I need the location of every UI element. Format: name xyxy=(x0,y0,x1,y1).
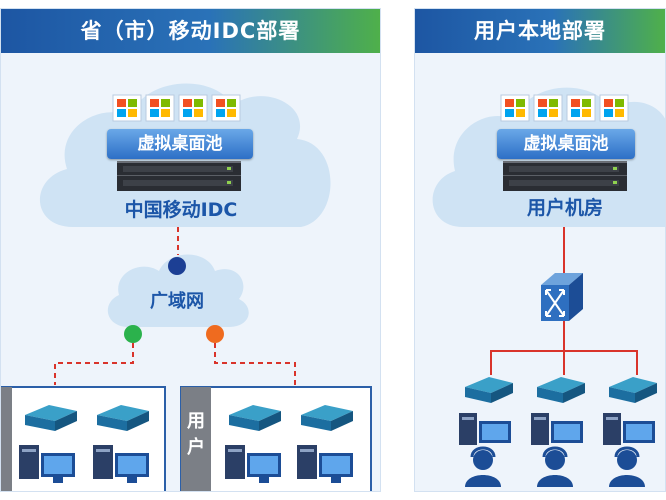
thin-client-icon xyxy=(25,405,77,431)
thin-client-icon xyxy=(465,377,513,403)
desktop-computer-icon xyxy=(531,413,583,445)
user-group-label: 用户 xyxy=(187,411,205,458)
user-machine-room-label: 用户机房 xyxy=(526,197,603,219)
virtual-desktop-pool-label: 虚拟桌面池 xyxy=(107,129,253,159)
idc-deployment-panel: 省（市）移动IDC部署 xyxy=(0,8,381,492)
windows-logo-icon xyxy=(145,94,175,122)
local-deployment-panel: 用户本地部署 xyxy=(414,8,666,492)
windows-logo-icon xyxy=(599,94,629,122)
server-rack-icon xyxy=(503,161,627,191)
windows-logo-icon xyxy=(178,94,208,122)
desktop-computer-icon xyxy=(225,445,281,483)
wan-node-left xyxy=(124,325,142,343)
windows-logo-icon xyxy=(500,94,530,122)
wan-cloud xyxy=(107,254,249,327)
desktop-computer-icon xyxy=(93,445,149,483)
desktop-computer-icon xyxy=(603,413,655,445)
windows-logo-icon xyxy=(533,94,563,122)
desktop-computer-icon xyxy=(459,413,511,445)
thin-client-icon xyxy=(609,377,657,403)
desktop-computer-icon xyxy=(19,445,75,483)
user-avatar-icon xyxy=(537,446,573,487)
user-avatar-icon xyxy=(609,446,645,487)
thin-client-icon xyxy=(301,405,353,431)
user-group-label-strip-left xyxy=(1,387,12,491)
user-group-label-strip xyxy=(181,387,211,491)
network-switch-icon xyxy=(541,273,583,321)
windows-logo-icon xyxy=(566,94,596,122)
thin-client-icon xyxy=(229,405,281,431)
thin-client-icon xyxy=(97,405,149,431)
wan-node-top xyxy=(168,257,186,275)
wan-node-right xyxy=(206,325,224,343)
server-rack-icon xyxy=(117,161,241,191)
wan-label: 广域网 xyxy=(150,291,204,312)
virtual-desktop-pool-label: 虚拟桌面池 xyxy=(497,129,635,159)
panel-header: 用户本地部署 xyxy=(415,9,665,53)
idc-site-label: 中国移动IDC xyxy=(124,199,238,221)
panel-header: 省（市）移动IDC部署 xyxy=(1,9,380,53)
thin-client-icon xyxy=(537,377,585,403)
local-diagram-graphics xyxy=(432,87,665,487)
user-avatar-icon xyxy=(465,446,501,487)
windows-logo-icon xyxy=(112,94,142,122)
desktop-computer-icon xyxy=(297,445,353,483)
windows-logo-icon xyxy=(211,94,241,122)
